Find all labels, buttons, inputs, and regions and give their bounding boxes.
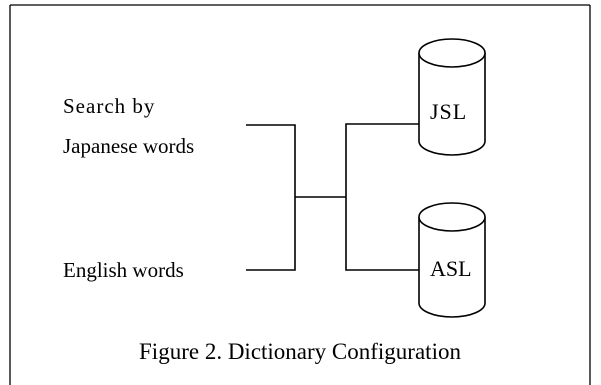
asl-cylinder-top <box>418 202 486 232</box>
asl-database-icon <box>418 202 486 318</box>
jsl-database-label: JSL <box>430 99 467 124</box>
asl-cylinder-body <box>418 217 486 318</box>
jsl-cylinder-body <box>418 53 486 156</box>
japanese-words-label: Japanese words <box>63 134 194 158</box>
english-words-label: English words <box>63 258 184 282</box>
jsl-cylinder-top <box>418 38 486 68</box>
input-bracket-connector <box>246 124 296 271</box>
jsl-database-icon <box>418 38 486 156</box>
search-by-label: Search by <box>63 94 155 118</box>
output-bracket-connector <box>345 123 419 271</box>
asl-database-label: ASL <box>430 256 472 281</box>
figure-caption: Figure 2. Dictionary Configuration <box>139 339 461 364</box>
